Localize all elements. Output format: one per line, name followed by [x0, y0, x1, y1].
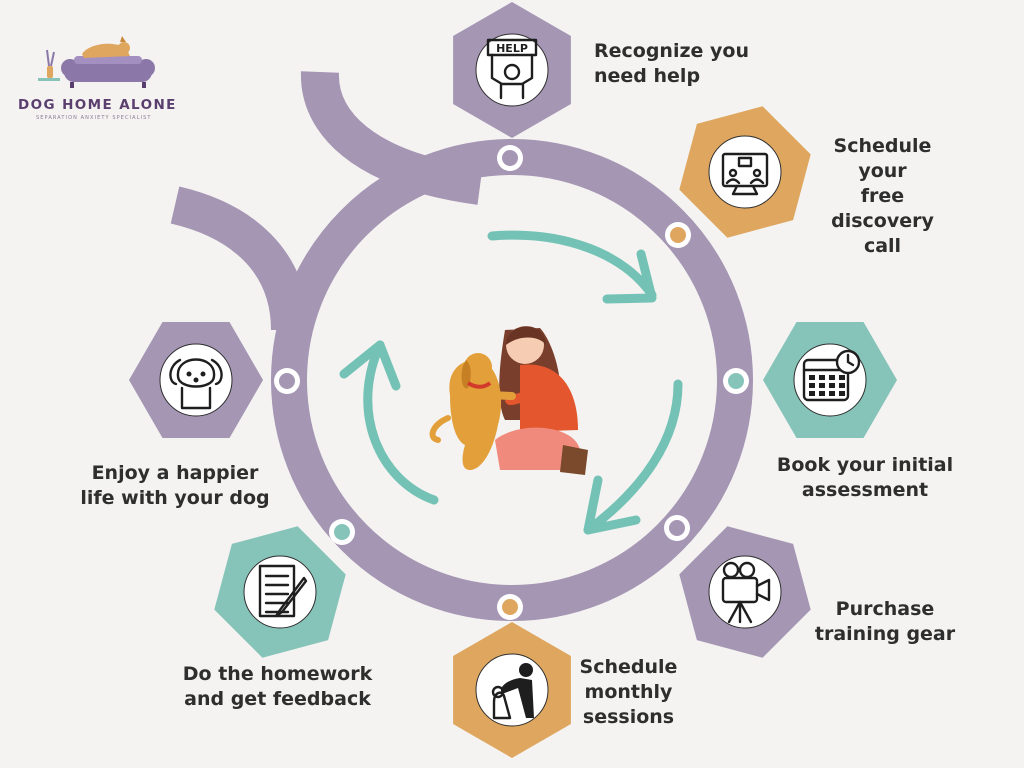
arrow-bottom-right: [583, 379, 683, 535]
step-4-label: Purchase training gear: [814, 598, 956, 645]
step-1-icon-circle: [475, 33, 549, 107]
person-training-dog-icon: [491, 663, 534, 720]
step-5-ring-marker: [497, 594, 523, 620]
step-1-label: Recognize you need help: [594, 40, 749, 87]
step-1-ring-marker: [497, 145, 523, 171]
puppy-face-icon: [169, 358, 223, 410]
video-call-icon: [721, 152, 769, 196]
brand-tagline: SEPARATION ANXIETY SPECIALIST: [36, 115, 152, 121]
step-5-badge: [453, 622, 571, 758]
step-2-ring-marker: [665, 222, 691, 248]
step-5-label: Schedule monthly sessions: [579, 656, 678, 728]
step-4-ring-marker: [664, 515, 690, 541]
arrow-left: [363, 340, 439, 505]
step-3-badge: [763, 322, 897, 438]
camera-on-tripod-icon: [721, 561, 771, 624]
step-7-badge: [129, 322, 263, 438]
brand-name: DOG HOME ALONE: [18, 97, 177, 113]
notepad-pencil-icon: [258, 564, 308, 618]
step-7-label: Enjoy a happier life with your dog: [80, 462, 270, 509]
step-7-ring-marker: [274, 368, 300, 394]
svg-text:HELP: HELP: [496, 42, 528, 55]
brand-logo: [38, 36, 155, 88]
woman-and-dog-illustration: [429, 326, 588, 475]
calendar-clock-icon: [802, 349, 861, 402]
step-2-icon-circle: [708, 135, 782, 209]
step-6-icon-circle: [243, 555, 317, 629]
step-3-ring-marker: [723, 368, 749, 394]
decorative-tail-left: [170, 186, 309, 331]
step-6-ring-marker: [329, 519, 355, 545]
cycle-arrows: [339, 230, 683, 535]
step-1-badge: HELP: [453, 2, 571, 138]
step-6-badge: [214, 526, 346, 658]
step-2-label: Schedule your free discovery call: [831, 135, 934, 257]
step-3-label: Book your initial assessment: [776, 454, 954, 501]
step-6-label: Do the homework and get feedback: [182, 663, 373, 710]
step-4-badge: [679, 526, 811, 658]
step-4-icon-circle: [708, 555, 782, 629]
step-2-badge: [679, 106, 811, 238]
help-sign-icon: HELP: [486, 38, 538, 100]
arrow-top-right: [487, 230, 657, 300]
